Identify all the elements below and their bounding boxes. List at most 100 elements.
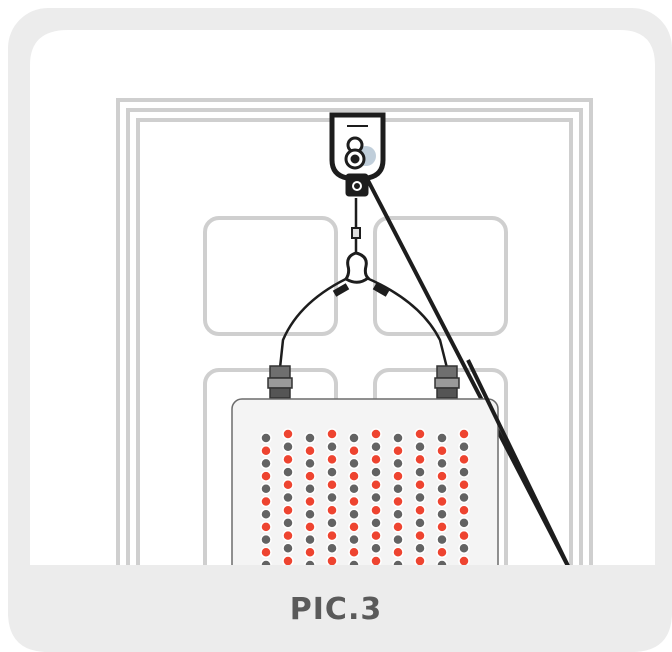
led-gray xyxy=(304,559,316,565)
led-gray xyxy=(370,542,382,555)
led-red xyxy=(370,555,382,565)
led-gray xyxy=(392,533,404,546)
led-gray xyxy=(326,440,338,453)
led-red xyxy=(436,444,448,457)
led-gray xyxy=(414,440,426,453)
led-gray xyxy=(414,491,426,504)
hanging-cables xyxy=(278,198,449,369)
led-red xyxy=(304,546,316,559)
led-red xyxy=(392,495,404,508)
led-red xyxy=(414,479,426,491)
led-red xyxy=(326,504,338,516)
led-red xyxy=(458,428,470,440)
led-gray xyxy=(370,517,382,529)
led-red xyxy=(458,479,470,491)
led-gray xyxy=(348,533,360,546)
led-red xyxy=(304,521,316,533)
led-red xyxy=(282,428,294,440)
led-red xyxy=(392,444,404,457)
led-gray xyxy=(282,517,294,529)
led-gray xyxy=(304,457,316,470)
led-red xyxy=(282,453,294,466)
picture-caption: PIC.3 xyxy=(289,592,383,627)
led-red xyxy=(392,546,404,559)
led-gray xyxy=(458,491,470,504)
led-gray xyxy=(282,491,294,504)
led-red xyxy=(436,470,448,482)
led-gray xyxy=(370,440,382,453)
led-red xyxy=(370,504,382,516)
led-gray xyxy=(370,491,382,504)
led-gray xyxy=(260,559,272,565)
led-red xyxy=(326,555,338,565)
led-red xyxy=(436,495,448,508)
led-gray xyxy=(348,457,360,470)
led-red xyxy=(370,479,382,491)
led-red xyxy=(458,555,470,565)
led-red xyxy=(348,521,360,533)
led-gray xyxy=(304,508,316,520)
diagonal-strap-front xyxy=(466,359,572,565)
led-gray xyxy=(436,533,448,546)
led-gray xyxy=(392,508,404,520)
led-gray xyxy=(282,440,294,453)
led-gray xyxy=(392,432,404,444)
led-red xyxy=(436,546,448,559)
led-red xyxy=(458,453,470,466)
led-red xyxy=(458,529,470,542)
led-gray xyxy=(392,559,404,565)
led-gray xyxy=(304,432,316,444)
led-red xyxy=(370,529,382,542)
led-red xyxy=(370,428,382,440)
led-red xyxy=(414,555,426,565)
led-gray xyxy=(348,559,360,565)
led-gray xyxy=(304,483,316,495)
cable-sleeve-left xyxy=(332,283,350,297)
led-gray xyxy=(326,466,338,478)
led-gray xyxy=(414,542,426,555)
led-gray xyxy=(370,466,382,478)
led-gray xyxy=(326,491,338,504)
led-gray xyxy=(282,542,294,555)
rope-ratchet-icon xyxy=(345,173,369,197)
led-gray xyxy=(260,508,272,520)
led-red xyxy=(260,521,272,533)
led-array xyxy=(260,428,470,565)
led-gray xyxy=(326,542,338,555)
led-gray xyxy=(414,517,426,529)
led-red xyxy=(348,546,360,559)
cable-sleeve-right xyxy=(372,283,390,297)
led-red xyxy=(282,479,294,491)
led-gray xyxy=(260,533,272,546)
led-gray xyxy=(260,457,272,470)
led-red xyxy=(414,428,426,440)
led-red xyxy=(414,529,426,542)
caption-bar xyxy=(8,565,672,652)
led-red xyxy=(304,470,316,482)
carabiner-icon xyxy=(343,251,371,284)
led-gray xyxy=(392,483,404,495)
led-red xyxy=(326,453,338,466)
connector-right xyxy=(434,365,460,399)
led-red xyxy=(414,453,426,466)
led-gray xyxy=(436,457,448,470)
led-red xyxy=(282,555,294,565)
led-red xyxy=(326,428,338,440)
led-red xyxy=(282,504,294,516)
led-red xyxy=(304,495,316,508)
led-red xyxy=(326,529,338,542)
connector-left xyxy=(267,365,293,399)
led-gray xyxy=(458,466,470,478)
led-red xyxy=(458,504,470,516)
led-red xyxy=(260,495,272,508)
led-red xyxy=(260,444,272,457)
led-gray xyxy=(436,432,448,444)
led-red xyxy=(414,504,426,516)
led-red xyxy=(326,479,338,491)
led-gray xyxy=(458,542,470,555)
led-gray xyxy=(260,483,272,495)
led-red xyxy=(260,470,272,482)
led-gray xyxy=(392,457,404,470)
led-gray xyxy=(304,533,316,546)
